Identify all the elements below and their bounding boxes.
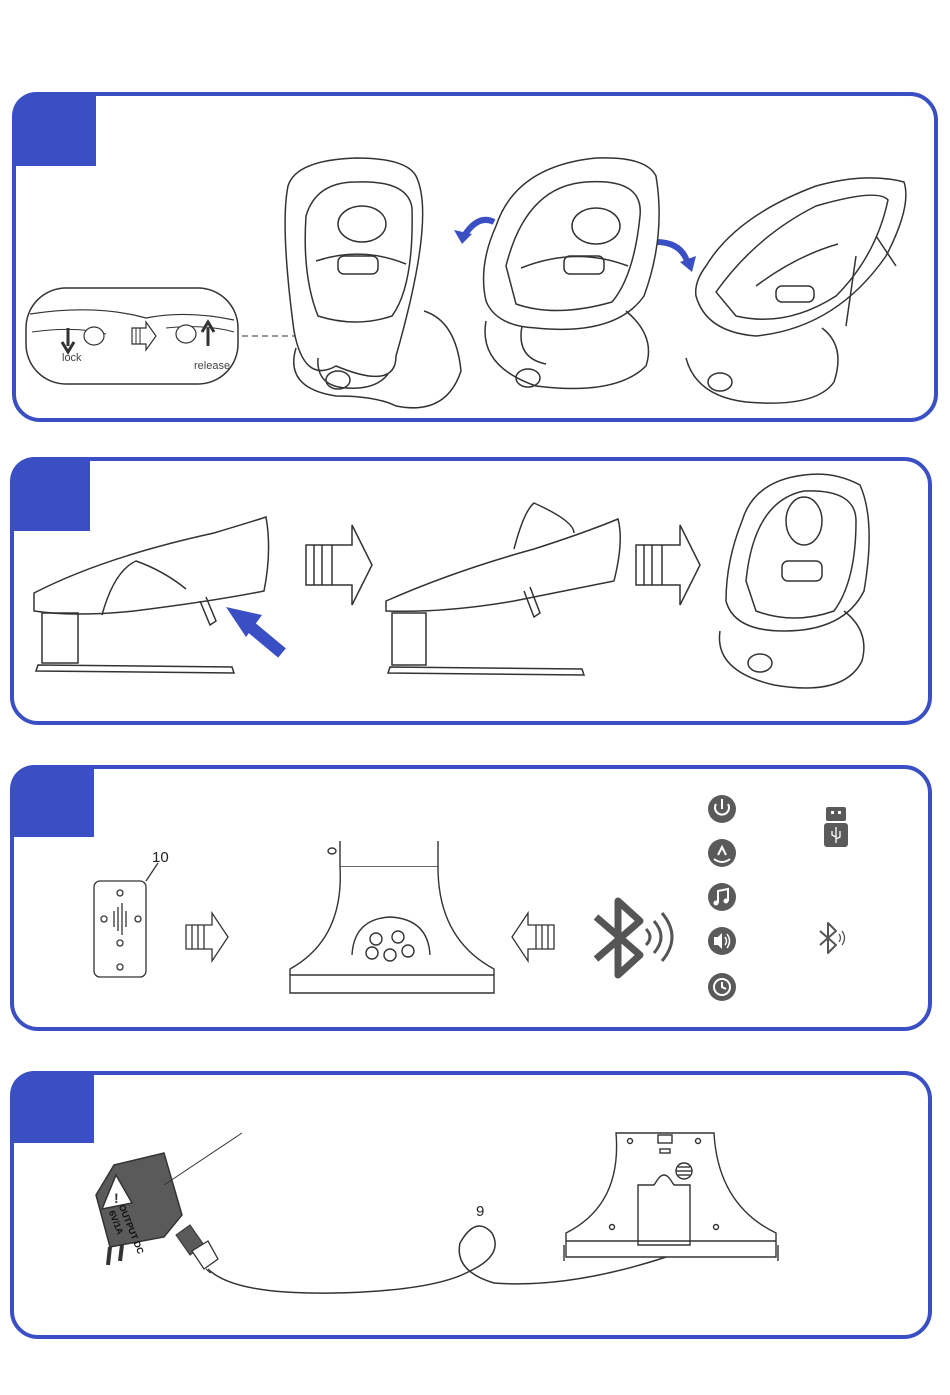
usb-icon: [824, 807, 848, 847]
panel-step-3: 10: [10, 765, 932, 1031]
step-4-illustration: !: [14, 1075, 936, 1343]
panel-step-2: [10, 457, 932, 725]
remote-control: [94, 863, 158, 977]
swing-base-bottom: [564, 1133, 778, 1261]
svg-text:!: !: [114, 1190, 119, 1206]
panel-step-4: ! OUTPUT DC 6V/1A 9: [10, 1071, 932, 1339]
panel-step-1: lock release: [12, 92, 938, 422]
release-label: release: [194, 360, 230, 372]
timer-icon: [708, 973, 736, 1001]
usb-plug: [176, 1225, 218, 1273]
power-adapter: !: [96, 1133, 242, 1265]
step-2-illustration: [14, 461, 936, 729]
swing-base-unit: [290, 841, 494, 993]
callout-remote: 10: [152, 849, 169, 866]
step-1-illustration: [16, 96, 942, 426]
bluetooth-large-icon: [596, 901, 640, 975]
volume-icon: [708, 927, 736, 955]
music-icon: [708, 883, 736, 911]
lock-label: lock: [62, 352, 82, 364]
power-icon: [708, 795, 736, 823]
swing-mode-icon: [708, 839, 736, 867]
bluetooth-small-icon: [820, 923, 845, 953]
callout-cable: 9: [476, 1203, 484, 1220]
step-3-illustration: [14, 769, 936, 1035]
